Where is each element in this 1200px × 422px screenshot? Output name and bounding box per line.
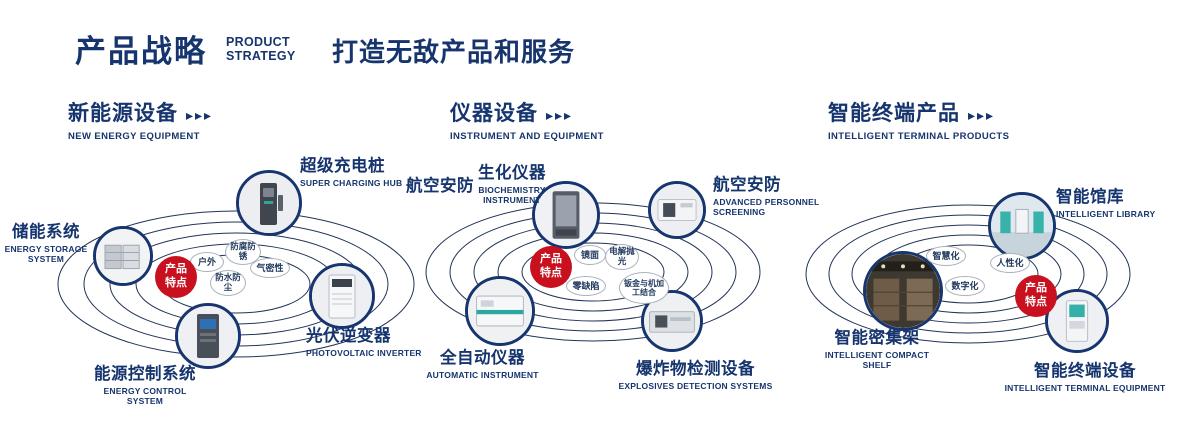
section-subtitle: INSTRUMENT AND EQUIPMENT (450, 131, 604, 142)
feature-tag: 数字化 (945, 276, 985, 296)
product-image-biochemistry (532, 181, 600, 249)
feature-tag: 电解抛光 (605, 244, 639, 270)
label-intelligent-library: 智能馆库 INTELLIGENT LIBRARY (1056, 183, 1155, 219)
product-name-en: INTELLIGENT TERMINAL EQUIPMENT (1004, 383, 1166, 393)
product-image-compact-shelf (863, 251, 943, 331)
badge-line1: 产品 (165, 263, 187, 276)
biochemistry-cabinet-icon (535, 184, 597, 246)
page-tagline: 打造无敌产品和服务 (332, 37, 576, 67)
section-title: 仪器设备 (450, 102, 538, 125)
product-name: 智能终端设备 (1034, 362, 1136, 380)
product-name-en: EXPLOSIVES DETECTION SYSTEMS (618, 381, 773, 391)
label-compact-shelf: 智能密集架 INTELLIGENT COMPACT SHELF (816, 324, 938, 370)
section-header-instrument: 仪器设备 ▸▸▸ INSTRUMENT AND EQUIPMENT (450, 97, 604, 142)
product-name-en: ENERGY STORAGE SYSTEM (4, 244, 88, 265)
product-name-en: AUTOMATIC INSTRUMENT (426, 370, 539, 380)
storage-cabinets-icon (96, 229, 150, 283)
control-cabinet-icon (178, 306, 238, 366)
product-features-badge: 产品 特点 (155, 256, 197, 298)
product-image-automatic-instrument (465, 276, 535, 346)
product-features-badge: 产品 特点 (1015, 275, 1057, 317)
section-header-terminal: 智能终端产品 ▸▸▸ INTELLIGENT TERMINAL PRODUCTS (828, 97, 1009, 142)
charging-pile-icon (239, 173, 299, 233)
product-name: 能源控制系统 (94, 365, 196, 383)
badge-line2: 特点 (1025, 296, 1047, 308)
product-name-en: INTELLIGENT COMPACT SHELF (824, 350, 930, 371)
product-name: 智能密集架 (834, 329, 920, 347)
detection-machine-icon (644, 293, 700, 349)
feature-tag: 智慧化 (926, 246, 966, 266)
inverter-cabinet-icon (312, 266, 372, 326)
badge-line1: 产品 (540, 253, 562, 266)
analyzer-machine-icon (468, 279, 532, 343)
label-energy-storage: 储能系统 ENERGY STORAGE SYSTEM (0, 218, 92, 264)
badge-line2: 特点 (165, 277, 187, 289)
label-explosives-detection: 爆炸物检测设备 EXPLOSIVES DETECTION SYSTEMS (618, 355, 773, 391)
section-title: 新能源设备 (68, 102, 178, 125)
product-image-intelligent-library (988, 192, 1056, 260)
feature-tag: 防水防尘 (210, 270, 246, 296)
feature-tag: 人性化 (990, 253, 1030, 273)
library-room-icon (991, 195, 1053, 257)
kiosk-icon (1048, 292, 1106, 350)
product-name: 光伏逆变器 (306, 327, 391, 345)
section-title: 智能终端产品 (828, 102, 960, 125)
product-name: 超级充电桩 (300, 157, 385, 175)
product-image-super-charging-hub (236, 170, 302, 236)
product-name-en: ENERGY CONTROL SYSTEM (103, 386, 187, 407)
product-name: 全自动仪器 (440, 349, 525, 367)
product-name-en: SUPER CHARGING HUB (300, 178, 403, 188)
label-aviation-security: 航空安防 (406, 172, 474, 196)
label-terminal-equipment: 智能终端设备 INTELLIGENT TERMINAL EQUIPMENT (1000, 357, 1170, 393)
product-name-en: INTELLIGENT LIBRARY (1056, 209, 1156, 219)
product-image-terminal-equipment (1045, 289, 1109, 353)
label-personnel-screening: 航空安防 ADVANCED PERSONNEL SCREENING (713, 171, 831, 217)
label-energy-control: 能源控制系统 ENERGY CONTROL SYSTEM (85, 360, 205, 406)
screening-machine-icon (651, 184, 703, 236)
product-name-en: ADVANCED PERSONNEL SCREENING (713, 197, 820, 218)
product-name: 爆炸物检测设备 (636, 360, 755, 378)
product-name: 储能系统 (12, 223, 80, 241)
product-name-en: PHOTOVOLTAIC INVERTER (306, 348, 422, 358)
label-biochemistry: 生化仪器 BIOCHEMISTRY INSTRUMENT (468, 159, 556, 205)
badge-line2: 特点 (540, 267, 562, 279)
product-name: 航空安防 (406, 177, 474, 195)
section-subtitle: INTELLIGENT TERMINAL PRODUCTS (828, 131, 1010, 142)
badge-line1: 产品 (1025, 282, 1047, 295)
compact-shelf-room-icon (866, 254, 940, 328)
product-image-pv-inverter (309, 263, 375, 329)
label-automatic-instrument: 全自动仪器 AUTOMATIC INSTRUMENT (425, 344, 540, 380)
page-title-en-line1: PRODUCT (226, 35, 290, 49)
feature-tag: 镜面 (574, 245, 606, 265)
product-image-explosives-detection (641, 290, 703, 352)
product-features-badge: 产品 特点 (530, 246, 572, 288)
section-header-new-energy: 新能源设备 ▸▸▸ NEW ENERGY EQUIPMENT (68, 97, 213, 142)
product-name: 航空安防 (713, 176, 781, 194)
page-title-en-line2: STRATEGY (226, 48, 296, 63)
feature-tag: 钣金与机加工结合 (619, 272, 669, 304)
page-title-en: PRODUCT STRATEGY (226, 35, 296, 64)
feature-tag: 零缺陷 (566, 276, 606, 296)
label-pv-inverter: 光伏逆变器 PHOTOVOLTAIC INVERTER (306, 322, 422, 358)
page-title: 产品战略 (75, 34, 207, 69)
product-image-energy-control (175, 303, 241, 369)
product-name-en: BIOCHEMISTRY INSTRUMENT (478, 185, 546, 206)
chevrons-icon: ▸▸▸ (968, 107, 996, 123)
chevrons-icon: ▸▸▸ (186, 107, 214, 123)
feature-tag: 气密性 (250, 258, 290, 278)
chevrons-icon: ▸▸▸ (546, 107, 574, 123)
product-image-energy-storage (93, 226, 153, 286)
label-super-charging-hub: 超级充电桩 SUPER CHARGING HUB (300, 152, 402, 188)
product-name: 生化仪器 (478, 164, 546, 182)
feature-tag: 户外 (190, 252, 224, 272)
product-name: 智能馆库 (1056, 188, 1124, 206)
product-image-personnel-screening (648, 181, 706, 239)
section-subtitle: NEW ENERGY EQUIPMENT (68, 131, 200, 142)
